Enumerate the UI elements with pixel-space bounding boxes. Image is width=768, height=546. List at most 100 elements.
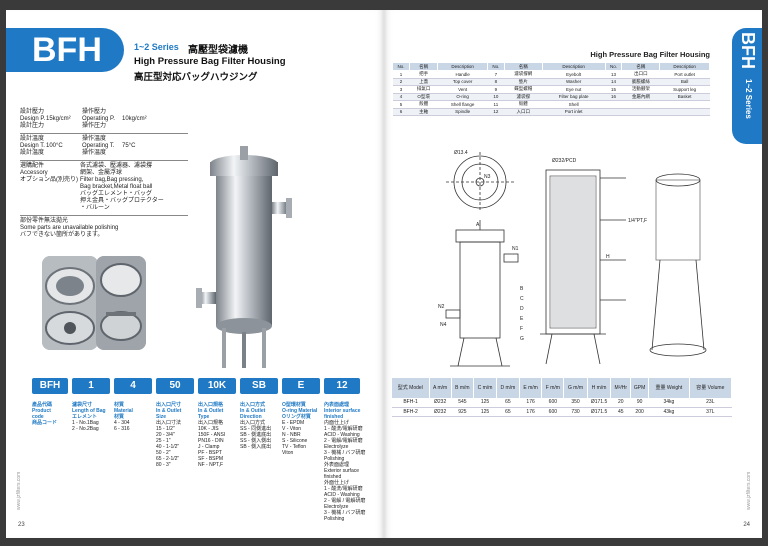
dims-header-cell: 型式 Model (392, 378, 430, 398)
table-cell: Port outlet (659, 70, 710, 79)
code-legend-line: 2 - 電解 / 電解研磨 (324, 498, 366, 504)
table-cell: 入口口 (504, 108, 543, 116)
table-cell: Ø171.5 (587, 398, 611, 408)
title-en: High Pressure Bag Filter Housing (134, 56, 286, 67)
code-legend-line: SF - BSPM (198, 456, 224, 462)
code-legend-line: O型環材質 (282, 402, 306, 408)
title-cn: 高壓型袋濾機 (188, 45, 248, 56)
code-legend-line: Exterior surface (324, 468, 360, 474)
drawing-label: G (520, 336, 524, 342)
code-legend-line: 65 - 2-1/2" (156, 456, 180, 462)
model-tab: BFH (6, 28, 124, 72)
code-legend-line: Product (32, 408, 51, 414)
table-cell: 600 (541, 398, 564, 408)
title-jp: 高圧型対応バッグハウジング (134, 72, 258, 83)
code-legend-line: Polishing (324, 456, 345, 462)
code-legend-line: Polishing (324, 516, 345, 522)
code-legend-line: Electrolyze (324, 504, 349, 510)
table-cell: Eye nut (542, 85, 606, 94)
table-cell: Ø232 (429, 398, 452, 408)
table-cell: 2 (392, 78, 410, 86)
table-cell: Washer (542, 78, 606, 86)
table-cell: 把手 (409, 70, 438, 79)
code-legend-line: 2 - No.2Bag (72, 426, 99, 432)
table-cell: 7 (487, 70, 505, 79)
dims-header-cell: M²/Hr (610, 378, 632, 398)
table-cell: 125 (473, 407, 497, 417)
code-legend-line: 1 - 酸洗/電解研磨 (324, 486, 363, 492)
parts-header-cell: No. (392, 62, 410, 71)
table-cell: BFH-1 (392, 398, 430, 408)
code-legend-line: In & Outlet (156, 408, 182, 414)
table-cell: 43kg (648, 407, 690, 417)
table-cell (605, 100, 622, 109)
table-cell: 176 (519, 407, 542, 417)
table-cell: Basket (659, 93, 710, 101)
table-cell: 45 (610, 407, 631, 417)
code-legend-line: SS - 側入側出 (240, 438, 272, 444)
code-legend-line: 內表面處理 (324, 402, 350, 408)
table-cell: 9 (487, 85, 505, 94)
table-cell (621, 100, 660, 109)
series-tab (732, 28, 762, 144)
drawing-label: H (606, 254, 610, 260)
table-cell: 8 (487, 78, 505, 86)
code-legend-line: 外表面處理 (324, 462, 350, 468)
table-cell (659, 100, 710, 109)
table-cell: 金屬內網 (621, 93, 660, 101)
series-label: 1~2 Series (134, 42, 179, 52)
code-legend-line: 出入口方式 (240, 420, 266, 426)
code-legend-line: 外面仕上げ (324, 480, 350, 486)
code-legend-line: Viton (282, 450, 294, 456)
code-legend-line: S - Silicone (282, 438, 308, 444)
table-cell: Spindle (437, 108, 488, 116)
table-cell (605, 108, 622, 116)
table-cell: 16 (605, 93, 622, 101)
table-cell: 殼體 (409, 100, 438, 109)
parts-header-cell: 名稱 (503, 62, 543, 71)
model-code-bar: BFH 1 4 50 10K SB E 12 (32, 378, 372, 394)
drawing-label: Ø13.4 (454, 150, 468, 156)
table-cell: Ø171.5 (587, 407, 611, 417)
table-cell: 4 (392, 93, 410, 101)
dims-header-cell: C m/m (473, 378, 497, 398)
parts-header-cell: 名稱 (621, 62, 661, 71)
code-legend-line: 材質 (114, 414, 125, 420)
side-watermark: www.jzfilters.com (16, 471, 22, 510)
code-chip: 50 (156, 378, 194, 394)
dims-header-cell: E m/m (519, 378, 543, 398)
series-tab-text: BFH 1~2 Series (738, 32, 758, 120)
drawing-label: E (520, 316, 524, 322)
table-cell: 65 (496, 398, 520, 408)
code-legend-line: ACID - Washing (324, 432, 360, 438)
table-cell: 濾袋撐網 (504, 70, 543, 79)
code-chip: E (282, 378, 320, 394)
table-cell: Support leg (659, 85, 710, 94)
drawing-label: D (520, 306, 524, 312)
code-legend-line: ACID - Washing (324, 492, 360, 498)
parts-header-cell: Description (437, 62, 488, 71)
drawing-label: B (520, 286, 524, 292)
parts-header-cell: No. (486, 62, 505, 71)
left-page: BFH 1~2 Series 高壓型袋濾機 High Pressure Bag … (6, 10, 384, 538)
code-legend-line: 内面仕上げ (324, 420, 350, 426)
drawing-label: F (520, 326, 523, 332)
table-cell: Filter bag plate (542, 93, 606, 101)
spec-row-pressure: 設計壓力 Design P. 設計圧力 15kg/cm² 操作壓力 Operat… (20, 107, 188, 134)
parts-header-cell: No. (604, 62, 623, 71)
table-cell: O型環 (409, 93, 438, 101)
code-legend-line: 40 - 1-1/2" (156, 444, 180, 450)
code-legend-line: 4 - 304 (114, 420, 130, 426)
table-cell: 12 (487, 108, 505, 116)
page-title: High Pressure Bag Filter Housing (590, 50, 710, 59)
code-legend-line: Oリング材質 (282, 414, 311, 420)
